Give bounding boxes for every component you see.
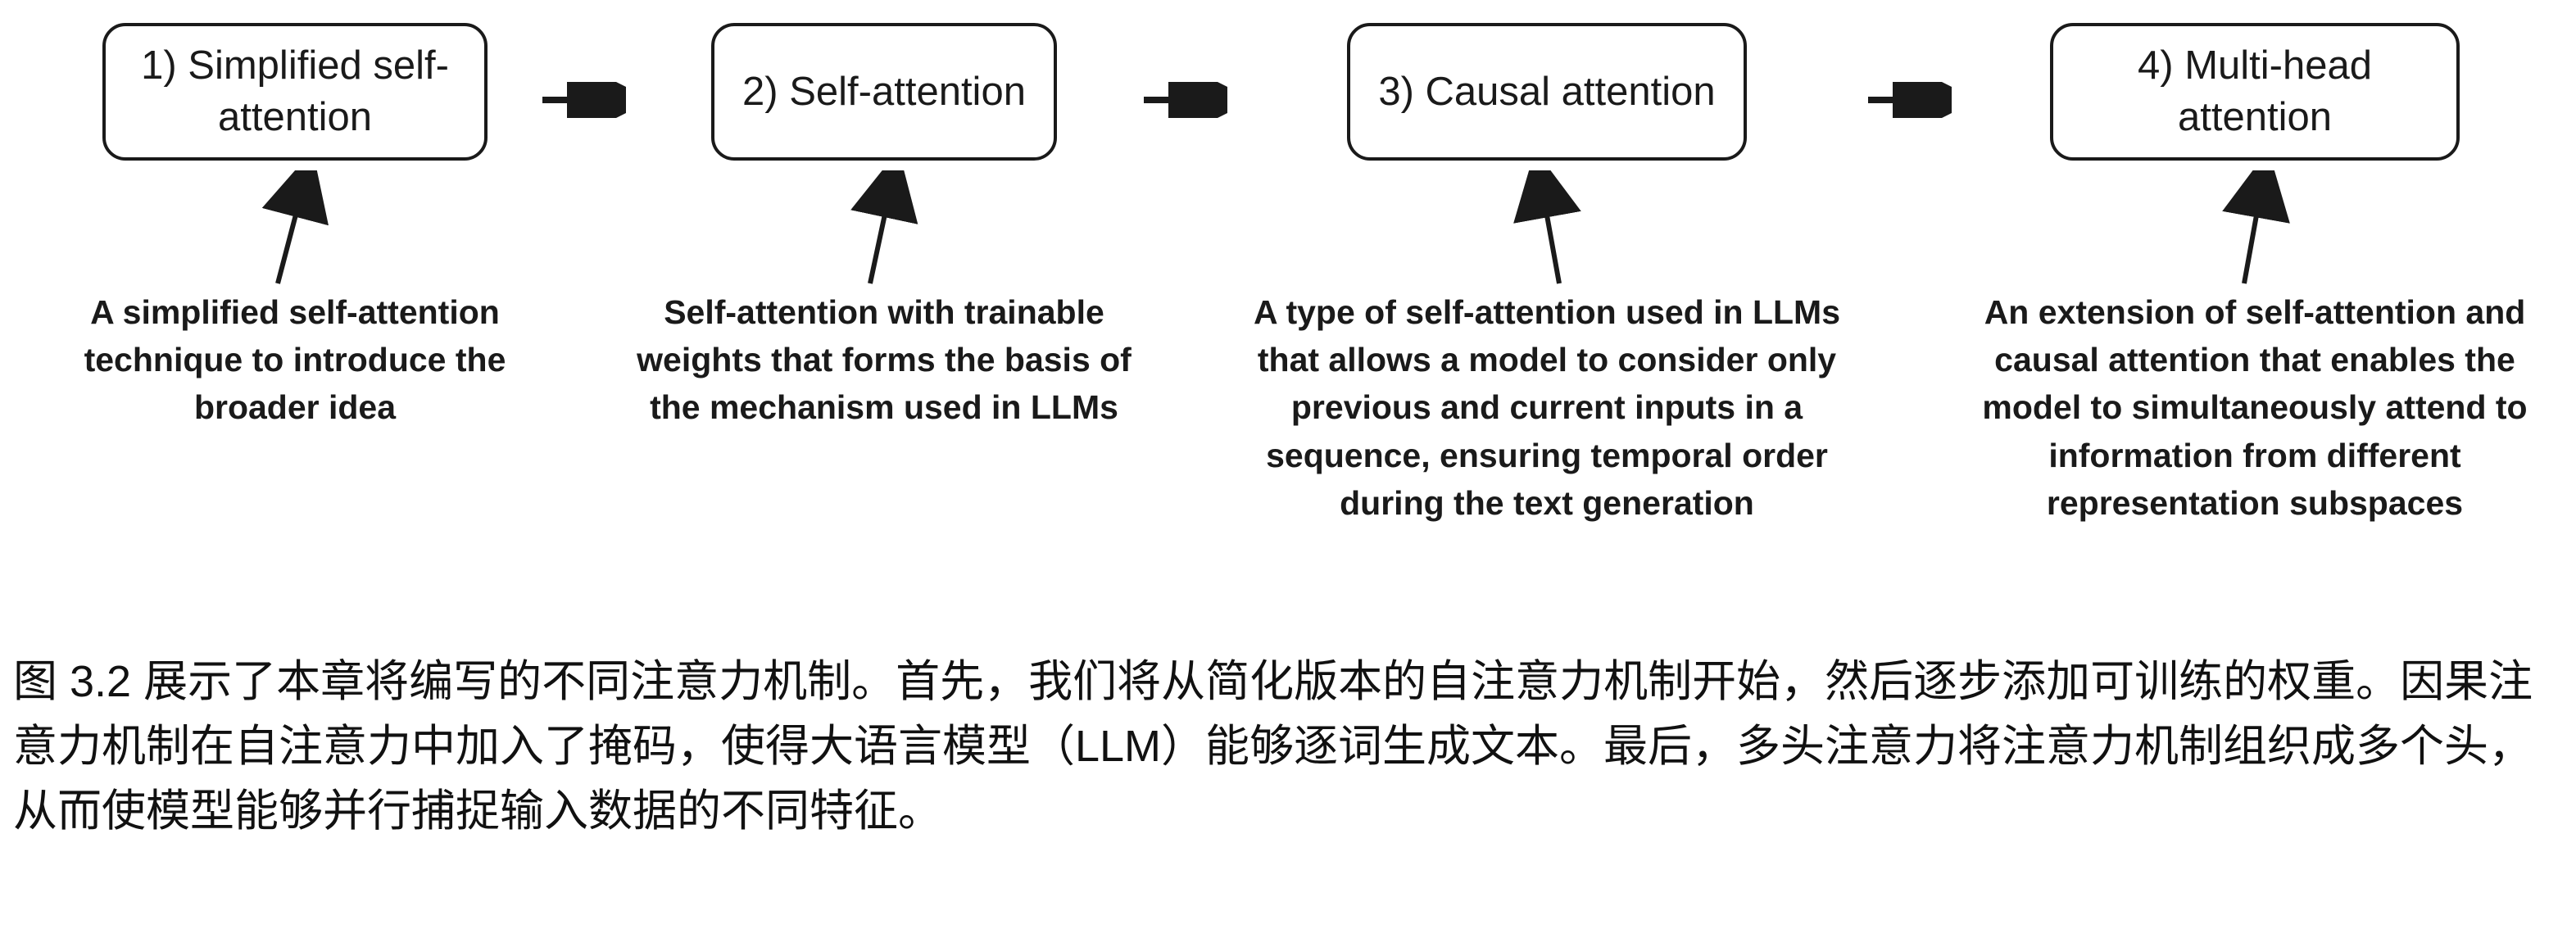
stage-label: 3) Causal attention bbox=[1378, 69, 1716, 114]
stage-label: 1) Simplified self-attention bbox=[141, 43, 449, 139]
stage-description: A simplified self-attention technique to… bbox=[84, 293, 506, 427]
figure-caption: 图 3.2 展示了本章将编写的不同注意力机制。首先，我们将从简化版本的自注意力机… bbox=[13, 657, 2533, 836]
stage-box: 2) Self-attention bbox=[711, 23, 1057, 161]
attention-mechanisms-diagram: 1) Simplified self-attention A simplifie… bbox=[49, 23, 2558, 527]
stage-column-self-attention: 2) Self-attention Self-attention with tr… bbox=[626, 23, 1142, 432]
stage-box: 1) Simplified self-attention bbox=[102, 23, 488, 161]
stage-box: 4) Multi-head attention bbox=[2050, 23, 2460, 161]
stage-description: An extension of self-attention and causa… bbox=[1982, 293, 2528, 522]
stage-column-multi-head-attention: 4) Multi-head attention An extension of … bbox=[1952, 23, 2558, 527]
right-arrow-icon bbox=[542, 82, 626, 118]
stage-label: 4) Multi-head attention bbox=[2138, 43, 2372, 139]
stage-box: 3) Causal attention bbox=[1347, 23, 1747, 161]
right-arrow-icon bbox=[1144, 82, 1227, 118]
stage-description: A type of self-attention used in LLMs th… bbox=[1254, 293, 1840, 522]
stage-column-simplified-self-attention: 1) Simplified self-attention A simplifie… bbox=[49, 23, 541, 432]
stage-column-causal-attention: 3) Causal attention A type of self-atten… bbox=[1227, 23, 1866, 527]
up-arrow-icon bbox=[261, 170, 329, 284]
up-arrow-icon bbox=[1513, 170, 1581, 284]
up-arrow-icon bbox=[2222, 170, 2290, 284]
stage-label: 2) Self-attention bbox=[742, 69, 1026, 114]
up-arrow-icon bbox=[850, 170, 918, 284]
stage-description: Self-attention with trainable weights th… bbox=[637, 293, 1132, 427]
right-arrow-icon bbox=[1868, 82, 1952, 118]
